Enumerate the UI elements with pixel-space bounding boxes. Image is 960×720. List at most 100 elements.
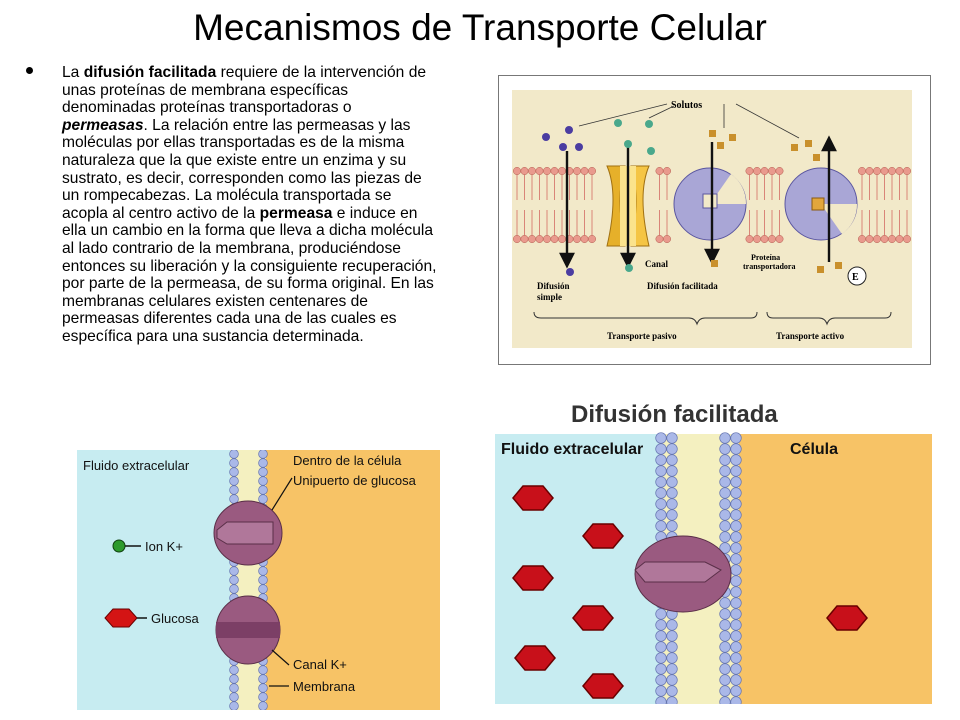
membrane-label: Membrana [293, 679, 356, 694]
glucose-uniport-label: Unipuerto de glucosa [293, 473, 417, 488]
lipid-head [858, 167, 866, 175]
lipid-head [873, 167, 881, 175]
bullet-dot [26, 67, 33, 74]
lipid-head [666, 465, 678, 477]
lipid-head [730, 663, 742, 675]
lipid-head [229, 476, 239, 486]
solute-particles [542, 119, 842, 276]
lipid-head [258, 665, 268, 675]
lipid-head [528, 235, 536, 243]
lipid-head [258, 494, 268, 504]
lipid-head [229, 458, 239, 468]
lipid-head [655, 432, 667, 444]
glucose-label: Glucosa [151, 611, 199, 626]
channel-protein [606, 165, 650, 247]
lipid-head [655, 235, 664, 243]
lipid-head [666, 641, 678, 653]
lipid-head [730, 674, 742, 686]
lipid-head [573, 235, 581, 243]
canal-label: Canal [645, 259, 669, 269]
lipid-head [229, 575, 239, 585]
lipid-head [730, 465, 742, 477]
lipid-head [760, 167, 769, 175]
glucose-molecule [582, 523, 624, 549]
paragraph-segment: La [62, 64, 84, 81]
lipid-head [719, 641, 731, 653]
lipid-head [666, 432, 678, 444]
lipid-head [229, 701, 239, 710]
lipid-head [229, 450, 239, 459]
lipid-head [730, 575, 742, 587]
lipid-head [666, 619, 678, 631]
lipid-head [719, 663, 731, 675]
inside-cell-label: Dentro de la célula [293, 453, 402, 468]
lipid-head [229, 584, 239, 594]
paragraph-segment: e induce en ella un cambio en la forma q… [62, 204, 437, 345]
lipid-head [655, 619, 667, 631]
lipid-head [730, 586, 742, 598]
lipid-head [258, 701, 268, 710]
lipid-head [730, 696, 742, 704]
lipid-head [655, 487, 667, 499]
lipid-head [588, 167, 596, 175]
paragraph-segment: difusión facilitada [83, 64, 217, 81]
paragraph-segment: permeasa [259, 204, 333, 222]
lipid-head [666, 696, 678, 704]
lipid-head [888, 167, 896, 175]
lipid-head [229, 692, 239, 702]
lipid-head [535, 235, 544, 243]
lipid-head [229, 467, 239, 477]
fd-cell-label: Célula [790, 441, 838, 458]
lipid-head [666, 674, 678, 686]
active-transport-protein [784, 167, 858, 241]
lipid-head [730, 443, 742, 455]
lipid-head [513, 235, 521, 243]
lipid-head [719, 465, 731, 477]
lipid-head [666, 498, 678, 510]
lipid-head [558, 167, 566, 175]
lipid-head [258, 683, 268, 693]
lipid-head [719, 608, 731, 620]
active-brace [766, 311, 892, 326]
lipid-head [730, 619, 742, 631]
lipid-head [719, 454, 731, 466]
lipid-head [655, 498, 667, 510]
passive-brace [533, 311, 758, 326]
lipid-head [229, 683, 239, 693]
facilitated-diffusion-label: Difusión facilitada [647, 281, 718, 291]
lipid-head [258, 458, 268, 468]
lipid-head [730, 553, 742, 565]
lipid-head [655, 630, 667, 642]
paragraph-segment: requiere de la intervención de unas prot… [62, 64, 427, 117]
lipid-head [655, 465, 667, 477]
fd-glucose-molecules [512, 485, 868, 699]
lipid-head [745, 167, 754, 175]
intracellular-region [249, 450, 440, 710]
lipid-head [730, 564, 742, 576]
transport-arrows [559, 135, 837, 269]
glucose-molecule [582, 673, 624, 699]
lipid-head [719, 476, 731, 488]
lipid-head [666, 509, 678, 521]
lipid-head [719, 696, 731, 704]
facilitated-diffusion-figure: Difusión facilitada Fluido extracelular … [495, 392, 932, 704]
lipid-head [258, 692, 268, 702]
lipid-head [730, 685, 742, 697]
lipid-head [775, 167, 784, 175]
lipid-head [520, 235, 529, 243]
lipid-head [730, 608, 742, 620]
lipid-head [558, 235, 566, 243]
lipid-bilayer [513, 167, 911, 243]
fd-cell-region [738, 434, 932, 704]
lipid-head [880, 235, 889, 243]
lipid-head [666, 476, 678, 488]
lipid-head [543, 167, 551, 175]
lipid-head [730, 432, 742, 444]
lipid-head [719, 487, 731, 499]
glucose-molecule [826, 605, 868, 631]
lipid-head [753, 167, 761, 175]
active-transport-label: Transporte activo [776, 331, 845, 341]
bullet-item: La difusión facilitada requiere de la in… [26, 64, 438, 346]
